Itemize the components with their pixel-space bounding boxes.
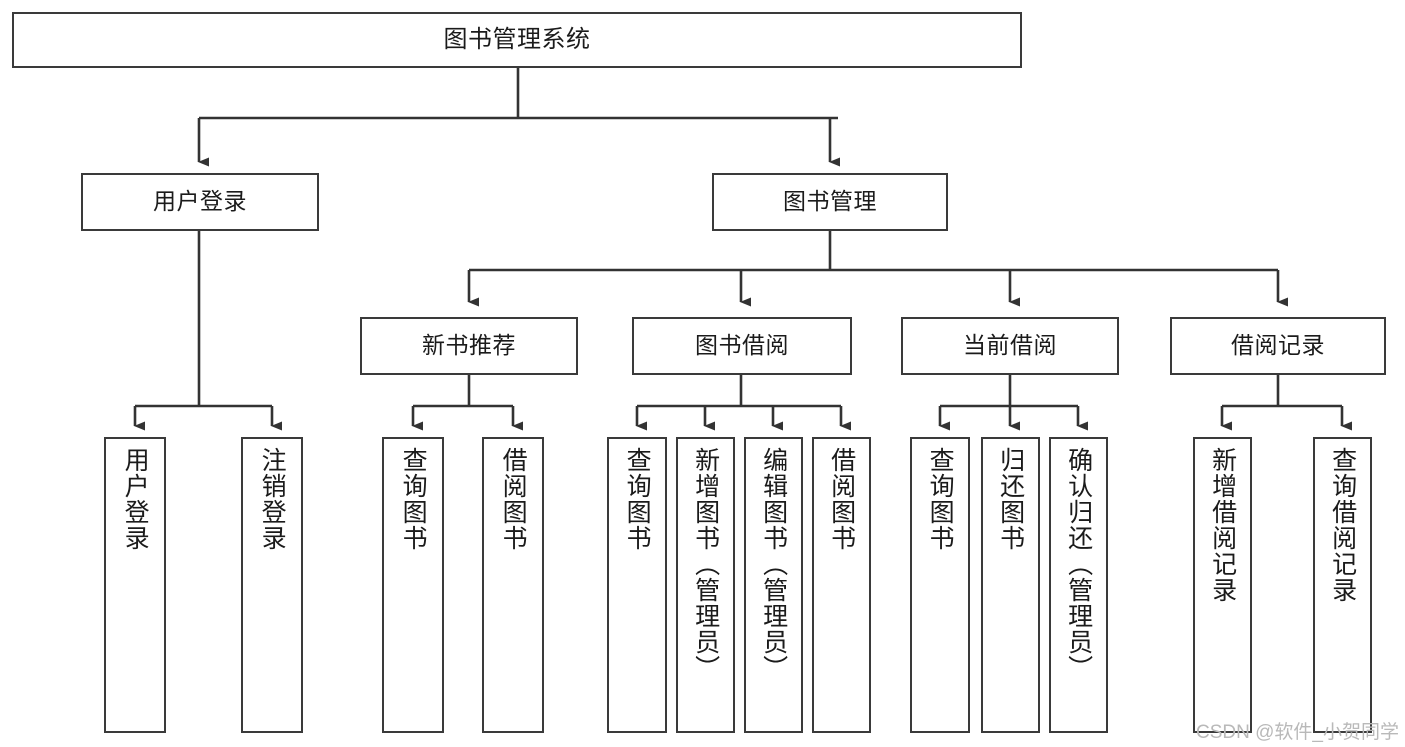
node-book-borrow[interactable]: 图书借阅 — [632, 317, 852, 375]
leaf-query-book-current[interactable]: 查询图书 — [910, 437, 970, 733]
node-root-system[interactable]: 图书管理系统 — [12, 12, 1022, 68]
node-label: 查询图书 — [623, 447, 652, 551]
node-label: 查询图书 — [399, 447, 428, 551]
leaf-borrow-book-recommend[interactable]: 借阅图书 — [482, 437, 544, 733]
leaf-user-login[interactable]: 用户登录 — [104, 437, 166, 733]
node-label: 图书管理系统 — [443, 25, 591, 53]
node-label: 归还图书 — [996, 447, 1025, 551]
leaf-edit-book-admin[interactable]: 编辑图书（管理员） — [744, 437, 803, 733]
node-borrow-record[interactable]: 借阅记录 — [1170, 317, 1386, 375]
node-label: 借阅图书 — [499, 447, 528, 551]
node-new-book-recommend[interactable]: 新书推荐 — [360, 317, 578, 375]
node-label: 新增借阅记录 — [1208, 447, 1237, 603]
node-label: 注销登录 — [258, 447, 287, 551]
node-label: 新书推荐 — [422, 332, 516, 359]
node-current-borrow[interactable]: 当前借阅 — [901, 317, 1119, 375]
node-label: 借阅记录 — [1231, 332, 1325, 359]
leaf-logout[interactable]: 注销登录 — [241, 437, 303, 733]
node-label: 用户登录 — [121, 447, 150, 551]
node-user-login[interactable]: 用户登录 — [81, 173, 319, 231]
leaf-borrow-book[interactable]: 借阅图书 — [812, 437, 871, 733]
leaf-add-book-admin[interactable]: 新增图书（管理员） — [676, 437, 735, 733]
leaf-add-borrow-record[interactable]: 新增借阅记录 — [1193, 437, 1252, 733]
node-label: 当前借阅 — [963, 332, 1057, 359]
leaf-query-book-recommend[interactable]: 查询图书 — [382, 437, 444, 733]
node-label: 查询图书 — [926, 447, 955, 551]
csdn-watermark: CSDN @软件_小贺同学 — [1196, 722, 1399, 743]
leaf-return-book[interactable]: 归还图书 — [981, 437, 1040, 733]
node-label: 新增图书（管理员） — [691, 447, 720, 681]
node-label: 图书管理 — [783, 188, 877, 215]
leaf-query-book-borrow[interactable]: 查询图书 — [607, 437, 667, 733]
leaf-query-borrow-record[interactable]: 查询借阅记录 — [1313, 437, 1372, 733]
node-book-management[interactable]: 图书管理 — [712, 173, 948, 231]
node-label: 图书借阅 — [695, 332, 789, 359]
node-label: 借阅图书 — [827, 447, 856, 551]
node-label: 用户登录 — [153, 188, 247, 215]
node-label: 查询借阅记录 — [1328, 447, 1357, 603]
node-label: 确认归还（管理员） — [1064, 447, 1093, 681]
node-label: 编辑图书（管理员） — [759, 447, 788, 681]
leaf-confirm-return-admin[interactable]: 确认归还（管理员） — [1049, 437, 1108, 733]
